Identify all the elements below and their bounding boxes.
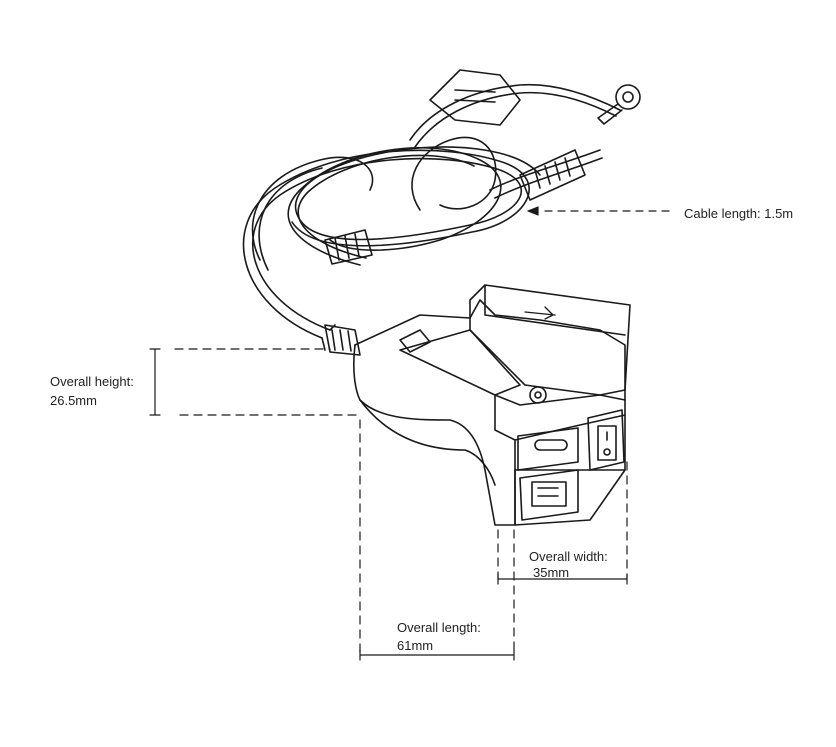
cable-coil [242, 83, 621, 339]
charger-body [321, 299, 626, 526]
ring-terminal [597, 84, 641, 125]
fuse-holder [429, 69, 521, 126]
length-label: Overall length: [397, 620, 481, 635]
cable-length-label: Cable length: 1.5m [684, 206, 794, 221]
dimension-lines [149, 206, 676, 661]
sae-connectors [324, 149, 586, 265]
length-value: 61mm [397, 638, 434, 653]
width-label: Overall width: [529, 549, 608, 564]
cable-length-arrow [527, 206, 539, 216]
power-switch[interactable] [587, 409, 625, 471]
usb-c-port [517, 427, 579, 471]
height-value: 26.5mm [50, 393, 97, 408]
width-value: 35mm [533, 565, 570, 580]
usb-cover [469, 284, 631, 404]
height-label: Overall height: [50, 374, 134, 389]
length-dim-line [359, 649, 515, 661]
usb-a-port [519, 469, 579, 521]
height-dim-line [149, 348, 161, 416]
